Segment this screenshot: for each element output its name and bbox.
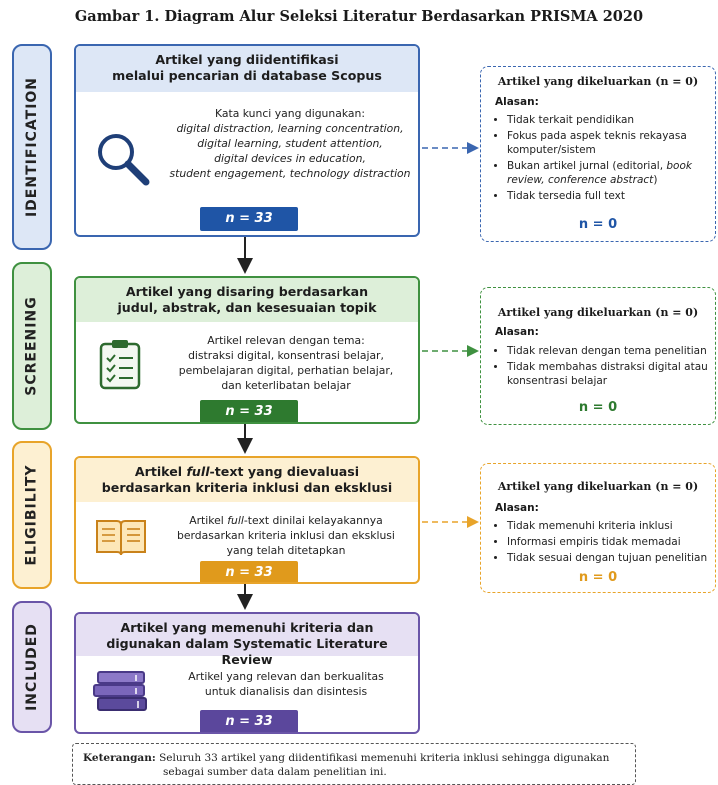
excluded-title: Artikel yang dikeluarkan (n = 0) xyxy=(497,306,699,319)
identification-keywords: Kata kunci yang digunakan: digital distr… xyxy=(162,106,418,181)
excluded-reason-label: Alasan: xyxy=(495,96,539,108)
excluded-title: Artikel yang dikeluarkan (n = 0) xyxy=(497,75,699,88)
included-header-line2: digunakan dalam Systematic Literature Re… xyxy=(106,636,388,667)
included-box: Artikel yang memenuhi kriteria dan digun… xyxy=(74,612,420,734)
phase-identification: IDENTIFICATION xyxy=(12,44,52,250)
included-description: Artikel yang relevan dan berkualitas unt… xyxy=(162,669,410,699)
screening-box: Artikel yang disaring berdasarkan judul,… xyxy=(74,276,420,424)
eligibility-header: Artikel full-text yang dievaluasi berdas… xyxy=(76,458,418,502)
note-box: Keterangan: Seluruh 33 artikel yang diid… xyxy=(72,743,636,785)
excluded-reason-label: Alasan: xyxy=(495,502,539,514)
excluded-count: n = 0 xyxy=(578,400,618,415)
screening-header-line1: Artikel yang disaring berdasarkan xyxy=(125,284,369,299)
clipboard-checklist-icon xyxy=(99,340,141,390)
excluded-reason-list: Tidak memenuhi kriteria inklusi Informas… xyxy=(495,519,718,567)
book-stack-icon xyxy=(93,671,147,711)
magnifier-icon xyxy=(98,134,150,186)
keywords-label: Kata kunci yang digunakan: xyxy=(214,107,366,120)
excluded-reason-item: Fokus pada aspek teknis rekayasa kompute… xyxy=(507,129,718,157)
excluded-count: n = 0 xyxy=(578,217,618,232)
identification-header: Artikel yang diidentifikasi melalui penc… xyxy=(76,46,418,92)
keywords-line-4: student engagement, technology distracti… xyxy=(169,167,411,180)
excluded-reason-italic: book review, conference abstract xyxy=(507,160,692,186)
eligibility-header-line1: Artikel full-text yang dievaluasi xyxy=(80,464,414,480)
screening-header: Artikel yang disaring berdasarkan judul,… xyxy=(76,278,418,322)
keywords-line-1: digital distraction, learning concentrat… xyxy=(176,122,404,135)
excluded-reason-item: Tidak tersedia full text xyxy=(507,189,718,203)
identification-header-line1: Artikel yang diidentifikasi xyxy=(155,52,339,67)
excluded-reason-list: Tidak relevan dengan tema penelitian Tid… xyxy=(495,344,718,390)
keywords-line-2: digital learning, student attention, xyxy=(197,137,383,150)
screening-count-badge: n = 33 xyxy=(200,400,298,422)
open-book-icon xyxy=(96,520,146,556)
included-header-line1: Artikel yang memenuhi kriteria dan xyxy=(120,620,374,635)
figure-title: Gambar 1. Diagram Alur Seleksi Literatur… xyxy=(74,8,644,25)
note-label: Keterangan: xyxy=(83,752,156,764)
excluded-reason-label: Alasan: xyxy=(495,326,539,338)
eligibility-header-post: -text yang dievaluasi xyxy=(209,464,360,479)
excluded-reason-item: Tidak memenuhi kriteria inklusi xyxy=(507,519,718,533)
identification-count-badge: n = 33 xyxy=(200,207,298,231)
phase-included: INCLUDED xyxy=(12,601,52,733)
eligibility-line1-post: -text dinilai kelayakannya xyxy=(243,514,383,527)
identification-header-line2: melalui pencarian di database Scopus xyxy=(112,68,382,83)
note-text: Seluruh 33 artikel yang diidentifikasi m… xyxy=(159,752,610,764)
screening-line-3: pembelajaran digital, perhatian belajar, xyxy=(178,364,394,377)
included-count-badge: n = 33 xyxy=(200,710,298,732)
note-line-1: Keterangan: Seluruh 33 artikel yang diid… xyxy=(83,751,625,765)
excluded-box-screening: Artikel yang dikeluarkan (n = 0) Alasan:… xyxy=(480,287,716,425)
screening-line-1: Artikel relevan dengan tema: xyxy=(207,334,365,347)
eligibility-line-1: Artikel full-text dinilai kelayakannya xyxy=(162,513,410,528)
included-line-2: untuk dianalisis dan disintesis xyxy=(204,685,368,698)
screening-description: Artikel relevan dengan tema: distraksi d… xyxy=(168,333,404,393)
excluded-reason-item: Tidak sesuai dengan tujuan penelitian xyxy=(507,551,718,565)
included-line-1: Artikel yang relevan dan berkualitas xyxy=(188,670,384,683)
excluded-reason-item: Tidak terkait pendidikan xyxy=(507,113,718,127)
screening-header-line2: judul, abstrak, dan kesesuaian topik xyxy=(117,300,377,315)
excluded-title: Artikel yang dikeluarkan (n = 0) xyxy=(497,480,699,493)
excluded-reason-item: Informasi empiris tidak memadai xyxy=(507,535,718,549)
included-header: Artikel yang memenuhi kriteria dan digun… xyxy=(76,614,418,667)
eligibility-line-3: yang telah ditetapkan xyxy=(226,544,346,557)
eligibility-description: Artikel full-text dinilai kelayakannya b… xyxy=(162,513,410,558)
keywords-line-3: digital devices in education, xyxy=(214,152,366,165)
eligibility-header-italic: full xyxy=(186,464,210,479)
phase-screening: SCREENING xyxy=(12,262,52,430)
identification-box: Artikel yang diidentifikasi melalui penc… xyxy=(74,44,420,237)
note-line-2: sebagai sumber data dalam penelitian ini… xyxy=(163,766,387,778)
eligibility-line1-pre: Artikel xyxy=(189,514,228,527)
screening-line-4: dan keterlibatan belajar xyxy=(221,379,351,392)
eligibility-header-pre: Artikel xyxy=(134,464,187,479)
eligibility-line1-italic: full xyxy=(227,514,244,527)
excluded-reason-item: Tidak membahas distraksi digital atau ko… xyxy=(507,360,718,388)
excluded-box-identification: Artikel yang dikeluarkan (n = 0) Alasan:… xyxy=(480,66,716,242)
excluded-count: n = 0 xyxy=(578,570,618,585)
eligibility-count-badge: n = 33 xyxy=(200,561,298,582)
excluded-reason-item: Bukan artikel jurnal (editorial, book re… xyxy=(507,159,718,187)
screening-line-2: distraksi digital, konsentrasi belajar, xyxy=(188,349,384,362)
excluded-reason-text: Bukan artikel jurnal (editorial, xyxy=(507,160,667,172)
phase-eligibility: ELIGIBILITY xyxy=(12,441,52,589)
excluded-box-eligibility: Artikel yang dikeluarkan (n = 0) Alasan:… xyxy=(480,463,716,593)
excluded-reason-list: Tidak terkait pendidikan Fokus pada aspe… xyxy=(495,113,718,205)
excluded-reason-item: Tidak relevan dengan tema penelitian xyxy=(507,344,718,358)
eligibility-line-2: berdasarkan kriteria inklusi dan eksklus… xyxy=(177,529,395,542)
eligibility-box: Artikel full-text yang dievaluasi berdas… xyxy=(74,456,420,584)
eligibility-header-line2: berdasarkan kriteria inklusi dan eksklus… xyxy=(101,480,393,495)
